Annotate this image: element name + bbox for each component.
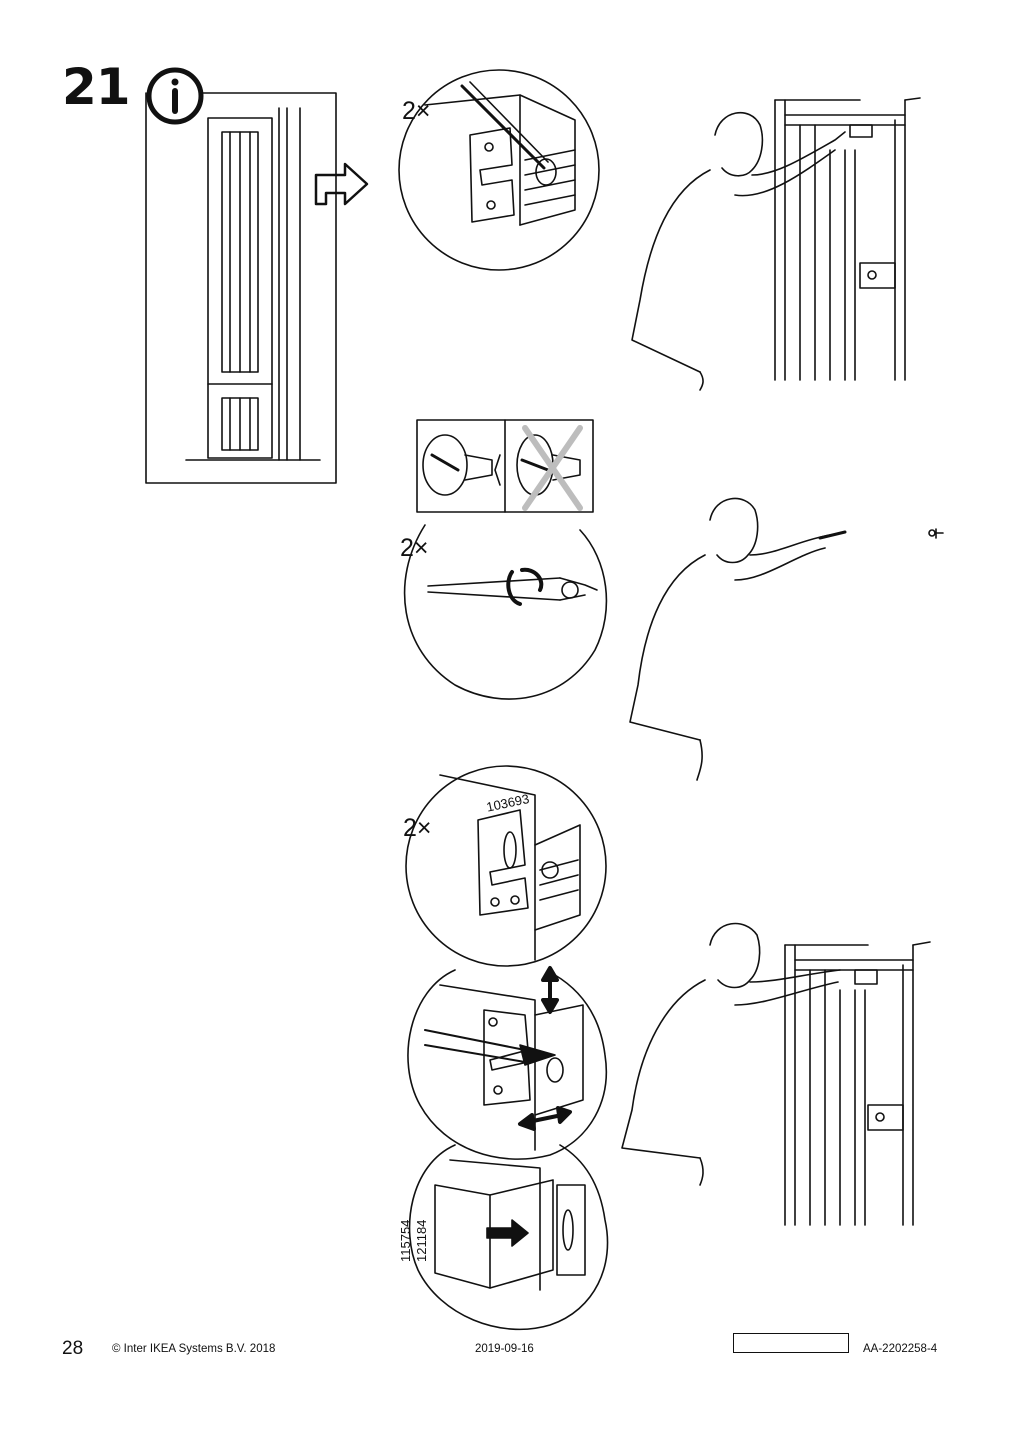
quantity-label-mark: 2× xyxy=(402,97,431,125)
document-id: AA-2202258-4 xyxy=(863,1343,938,1355)
screw-small-icon xyxy=(928,528,944,539)
double-arrow-vertical-icon xyxy=(541,966,559,1014)
cabinet-frame-top xyxy=(774,97,921,381)
document-date: 2019-09-16 xyxy=(475,1343,534,1355)
page-number: 28 xyxy=(62,1338,84,1359)
blank-box xyxy=(733,1333,849,1353)
rotate-arrow-icon xyxy=(506,567,544,606)
detail-circle-screw-in xyxy=(403,524,608,700)
copyright: © Inter IKEA Systems B.V. 2018 xyxy=(112,1343,276,1355)
screw-comparison-box xyxy=(416,419,594,513)
person-marking-holes xyxy=(631,111,846,391)
info-icon xyxy=(146,67,204,125)
detail-circle-cover-cap xyxy=(408,1144,609,1331)
step-number: 21 xyxy=(62,58,131,116)
detail-circle-adjust xyxy=(407,966,607,1160)
quantity-label-hinge: 2× xyxy=(403,814,432,842)
double-arrow-horizontal-icon xyxy=(518,1106,572,1131)
cabinet-frame-bottom xyxy=(784,941,931,1226)
detail-circle-hinge-plate xyxy=(405,765,607,967)
push-arrow-icon xyxy=(486,1219,529,1247)
quantity-label-screw: 2× xyxy=(400,534,429,562)
detail-circle-mark-holes xyxy=(398,69,600,271)
person-screwing xyxy=(629,497,847,781)
part-code-cover-2: 121184 xyxy=(414,1219,429,1262)
part-code-cover-1: 115754 xyxy=(398,1219,413,1262)
overview-frame xyxy=(145,92,337,484)
outline-arrow-right-icon xyxy=(314,162,369,206)
person-adjusting xyxy=(621,922,841,1186)
